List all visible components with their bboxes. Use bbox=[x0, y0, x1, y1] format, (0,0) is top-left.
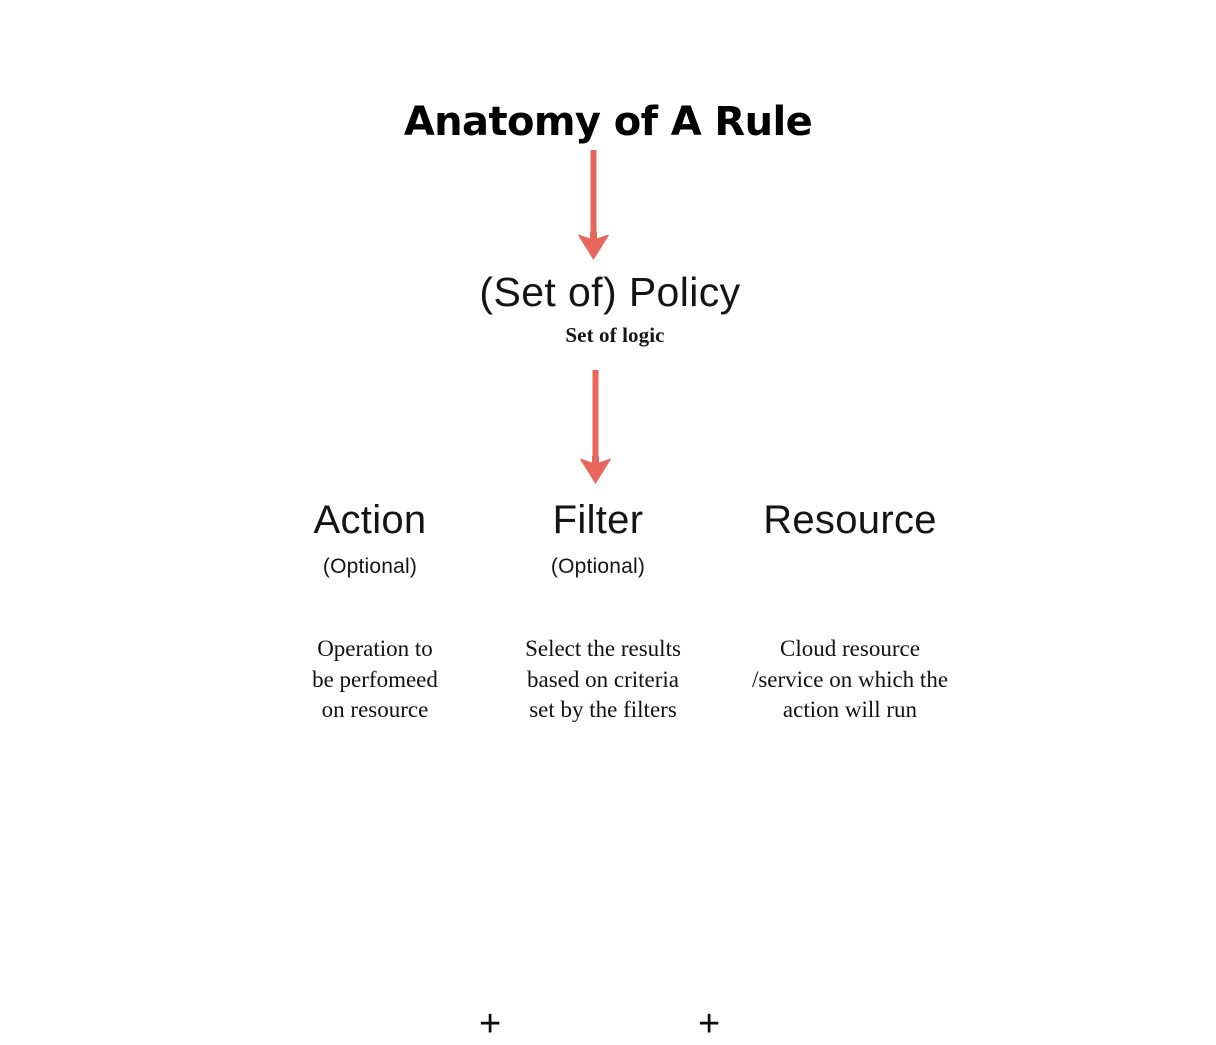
arrow-title-to-policy bbox=[578, 150, 609, 260]
component-action-description: Operation to be perfomeed on resource bbox=[312, 636, 438, 722]
arrow-policy-to-components bbox=[580, 370, 611, 484]
component-action-label: Action bbox=[313, 498, 427, 542]
plus-operator-2: + bbox=[698, 1003, 721, 1045]
component-resource[interactable]: Resource bbox=[705, 500, 995, 555]
component-action[interactable]: Action (Optional) bbox=[265, 500, 475, 579]
page-title: Anatomy of A Rule bbox=[403, 99, 813, 145]
policy-title: (Set of) Policy bbox=[479, 269, 741, 315]
components-row: Action (Optional) + Filter (Optional) + … bbox=[0, 500, 1216, 1043]
component-filter-description: Select the results based on criteria set… bbox=[525, 636, 681, 722]
component-filter-label: Filter bbox=[552, 498, 644, 542]
component-resource-label: Resource bbox=[763, 498, 937, 542]
component-filter-optional-label: (Optional) bbox=[550, 555, 646, 578]
component-action-optional-label: (Optional) bbox=[322, 555, 418, 578]
diagram-canvas: Anatomy of A Rule (Set of) Policy Set of… bbox=[0, 99, 1216, 1043]
component-filter[interactable]: Filter (Optional) bbox=[493, 500, 703, 579]
plus-operator-1: + bbox=[479, 1003, 502, 1045]
component-resource-description: Cloud resource /service on which the act… bbox=[751, 636, 949, 722]
policy-subtitle: Set of logic bbox=[565, 323, 665, 347]
